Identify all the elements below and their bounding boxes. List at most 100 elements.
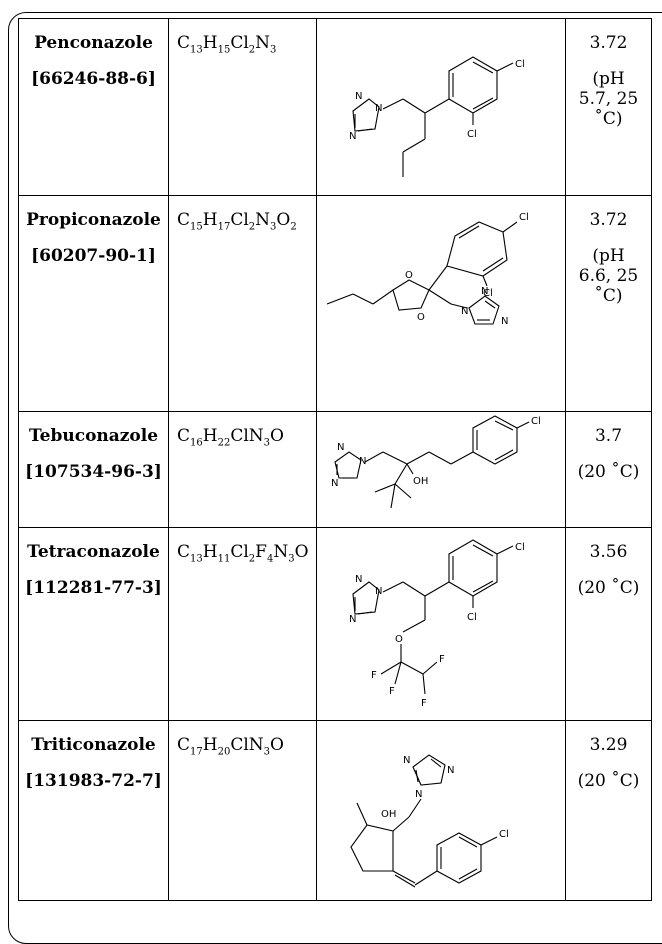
compound-table: Penconazole [66246-88-6] C13H15Cl2N3 N N… [18, 18, 652, 901]
molecular-formula: C13H11Cl2F4N3O [169, 528, 316, 564]
triazole-ring [412, 754, 446, 786]
formula-subscript: 2 [248, 553, 256, 565]
formula-element: Cl [230, 426, 249, 446]
formula-subscript: 15 [190, 221, 203, 233]
formula-element: N [248, 426, 264, 446]
atom-label: O [395, 634, 403, 645]
chlorophenyl-ring [448, 539, 498, 597]
compound-name-cell: Tetraconazole [112281-77-3] [18, 527, 169, 721]
propiconazole-structure: O O N N N Cl Cl [326, 212, 529, 327]
formula-cell: C15H17Cl2N3O2 [168, 195, 317, 412]
condition-line: 6.6, 25 [578, 266, 639, 287]
atom-label: N [375, 586, 382, 597]
table-row: Tetraconazole [112281-77-3] C13H11Cl2F4N… [18, 527, 652, 721]
atom-label: Cl [467, 612, 477, 623]
compound-name: Propiconazole [26, 210, 161, 230]
atom-label: N [355, 574, 362, 585]
chlorophenyl-ring [472, 415, 518, 465]
formula-element: Cl [230, 542, 249, 562]
atom-label: Cl [519, 212, 529, 223]
atom-label: N [415, 789, 422, 800]
atom-label: N [359, 456, 366, 467]
atom-label: O [417, 312, 425, 323]
formula-subscript: 15 [217, 44, 231, 56]
chlorophenyl-ring [446, 221, 508, 277]
formula-element: Cl [230, 735, 249, 755]
chlorophenyl-ring [448, 56, 498, 114]
formula-element: Cl [230, 33, 249, 53]
measurement-condition: (20 ˚C) [566, 578, 651, 598]
compound-name: Triticonazole [31, 735, 156, 755]
formula-element: H [202, 210, 218, 230]
formula-element: C [177, 426, 191, 446]
formula-subscript: 2 [248, 221, 256, 233]
formula-element: C [177, 33, 191, 53]
formula-element: O [294, 542, 309, 562]
atom-label: OH [413, 476, 428, 487]
formula-subscript: 3 [270, 44, 277, 56]
condition-line: (pH [592, 246, 625, 267]
measurement-condition: (20 ˚C) [566, 462, 651, 482]
atom-label: N [501, 316, 508, 327]
formula-subscript: 3 [288, 553, 295, 565]
triazole-ring [334, 451, 362, 479]
penconazole-structure: N N N Cl Cl [349, 56, 525, 177]
formula-element: Cl [230, 210, 249, 230]
formula-element: H [202, 33, 218, 53]
formula-subscript: 4 [266, 553, 274, 565]
tebuconazole-structure: N N N OH Cl [331, 415, 541, 509]
structure-cell: N N N Cl Cl [316, 18, 566, 196]
logp-value: 3.7 (20 ˚C) [566, 412, 651, 482]
formula-subscript: 3 [270, 221, 277, 233]
structure-cell: O O N N N Cl Cl [316, 195, 566, 412]
compound-name: Tebuconazole [28, 426, 159, 446]
compound-name-cell: Penconazole [66246-88-6] [18, 18, 169, 196]
formula-element: H [202, 542, 218, 562]
value-number: 3.72 [589, 210, 628, 230]
molecular-formula: C15H17Cl2N3O2 [169, 196, 316, 232]
formula-element: O [270, 426, 284, 446]
chlorophenyl-ring [436, 832, 482, 884]
atom-label: Cl [467, 129, 477, 140]
formula-subscript: 17 [217, 221, 231, 233]
formula-cell: C16H22ClN3O [168, 411, 317, 528]
formula-element: N [255, 210, 271, 230]
value-number: 3.56 [589, 542, 628, 562]
formula-subscript: 17 [190, 746, 203, 758]
atom-label: O [405, 270, 413, 281]
atom-label: N [375, 103, 382, 114]
formula-subscript: 11 [217, 553, 231, 565]
triazole-ring [468, 295, 500, 325]
formula-subscript: 3 [263, 437, 271, 449]
cas-number: [66246-88-6] [31, 69, 156, 90]
formula-subscript: 13 [190, 44, 203, 56]
compound-name-cell: Propiconazole [60207-90-1] [18, 195, 169, 412]
measurement-condition: (20 ˚C) [566, 771, 651, 791]
formula-element: C [177, 542, 191, 562]
atom-label: N [349, 131, 356, 142]
formula-element: F [255, 542, 267, 562]
logp-value: 3.56 (20 ˚C) [566, 528, 651, 598]
table-row: Penconazole [66246-88-6] C13H15Cl2N3 N N… [18, 18, 652, 196]
formula-element: H [202, 735, 218, 755]
compound-name-cell: Tebuconazole [107534-96-3] [18, 411, 169, 528]
atom-label: Cl [499, 829, 509, 840]
molecular-formula: C16H22ClN3O [169, 412, 316, 448]
cas-number: [60207-90-1] [31, 246, 156, 267]
formula-subscript: 2 [248, 44, 256, 56]
formula-element: N [248, 735, 264, 755]
atom-label: F [389, 686, 395, 697]
logp-value: 3.29 (20 ˚C) [566, 721, 651, 791]
atom-label: N [447, 765, 454, 776]
value-cell: 3.7 (20 ˚C) [565, 411, 652, 528]
atom-label: N [403, 755, 410, 766]
molecular-formula: C17H20ClN3O [169, 721, 316, 757]
condition-line: (pH [592, 69, 625, 90]
condition-line: ˚C) [594, 286, 623, 307]
formula-element: N [273, 542, 289, 562]
